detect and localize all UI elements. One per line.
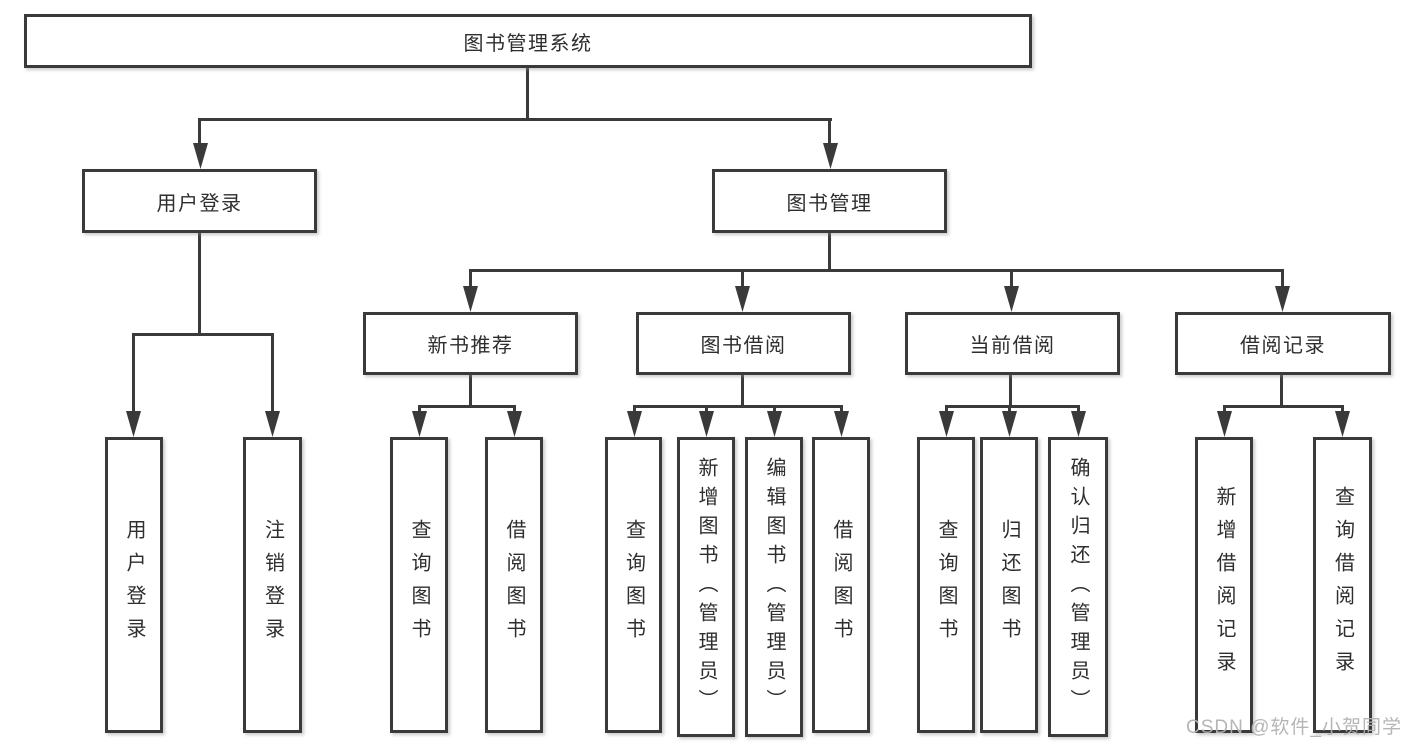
node-leaf-edit-book-label: 编辑图书（管理员） xyxy=(763,456,785,718)
connector-shaft-confirm-return xyxy=(1077,405,1080,415)
node-leaf-query-book-1: 查询图书 xyxy=(390,437,448,733)
node-leaf-logout: 注销登录 xyxy=(243,437,302,733)
node-leaf-logout-label: 注销登录 xyxy=(261,519,284,651)
node-leaf-confirm-return: 确认归还（管理员） xyxy=(1048,437,1108,737)
arrowhead-add-record xyxy=(1217,411,1232,437)
connector-user-login-down xyxy=(198,233,201,336)
connector-new-book-branch xyxy=(418,405,516,408)
node-leaf-query-record: 查询借阅记录 xyxy=(1313,437,1372,733)
arrowhead-new-book xyxy=(463,286,478,312)
node-current-borrow: 当前借阅 xyxy=(905,312,1120,375)
arrowhead-query-record xyxy=(1335,411,1350,437)
node-leaf-add-book-label: 新增图书（管理员） xyxy=(695,456,717,718)
node-root-label: 图书管理系统 xyxy=(463,32,593,55)
connector-shaft-return-book xyxy=(1008,405,1011,415)
arrowhead-query2 xyxy=(627,411,642,437)
arrowhead-user-login xyxy=(193,143,208,169)
connector-shaft-new-book xyxy=(469,269,472,289)
connector-shaft-borrow1 xyxy=(513,405,516,415)
node-leaf-return-book: 归还图书 xyxy=(980,437,1038,733)
arrowhead-borrow1 xyxy=(507,411,522,437)
connector-shaft-borrow2 xyxy=(840,405,843,415)
node-leaf-confirm-return-label: 确认归还（管理员） xyxy=(1067,456,1089,718)
connector-root-trunk xyxy=(526,66,529,121)
node-leaf-query-record-label: 查询借阅记录 xyxy=(1331,486,1354,684)
node-root: 图书管理系统 xyxy=(24,14,1032,68)
node-new-book-rec: 新书推荐 xyxy=(363,312,578,375)
connector-book-borrow-down xyxy=(741,375,744,408)
node-new-book-rec-label: 新书推荐 xyxy=(427,335,514,357)
node-user-login-label: 用户登录 xyxy=(156,192,243,215)
connector-shaft-query-record xyxy=(1341,405,1344,415)
connector-shaft-current-borrow xyxy=(1010,269,1013,289)
node-leaf-query-book-2-label: 查询图书 xyxy=(622,519,645,651)
node-book-borrow: 图书借阅 xyxy=(636,312,851,375)
watermark: CSDN @软件_小贺同学 xyxy=(1186,717,1402,738)
connector-shaft-user-login xyxy=(198,118,201,146)
arrowhead-book-borrow xyxy=(735,286,750,312)
node-user-login: 用户登录 xyxy=(82,169,317,233)
node-borrow-record-label: 借阅记录 xyxy=(1240,335,1326,357)
arrowhead-return-book xyxy=(1002,411,1017,437)
connector-shaft-edit-book xyxy=(773,405,776,415)
connector-book-borrow-branch xyxy=(633,405,843,408)
node-book-mgmt: 图书管理 xyxy=(712,169,947,233)
arrowhead-edit-book xyxy=(767,411,782,437)
connector-shaft-query2 xyxy=(633,405,636,415)
connector-current-borrow-down xyxy=(1009,375,1012,408)
arrowhead-confirm-return xyxy=(1071,411,1086,437)
connector-shaft-query3 xyxy=(945,405,948,415)
node-book-mgmt-label: 图书管理 xyxy=(786,192,873,215)
node-book-borrow-label: 图书借阅 xyxy=(700,335,787,357)
arrowhead-add-book xyxy=(699,411,714,437)
connector-current-borrow-branch xyxy=(945,405,1080,408)
connector-book-mgmt-down xyxy=(828,233,831,272)
arrowhead-leaf-logout xyxy=(265,411,280,437)
connector-user-login-branch xyxy=(132,333,274,336)
connector-shaft-book-borrow xyxy=(741,269,744,289)
node-leaf-borrow-book-1: 借阅图书 xyxy=(485,437,543,733)
arrowhead-current-borrow xyxy=(1004,286,1019,312)
node-leaf-add-record-label: 新增借阅记录 xyxy=(1213,486,1235,684)
connector-level2-branch xyxy=(198,118,832,121)
node-leaf-query-book-2: 查询图书 xyxy=(605,437,662,733)
node-leaf-borrow-book-2-label: 借阅图书 xyxy=(830,519,852,651)
connector-shaft-book-mgmt xyxy=(828,118,831,146)
arrowhead-leaf-user-login xyxy=(126,411,141,437)
node-borrow-record: 借阅记录 xyxy=(1175,312,1391,375)
node-leaf-borrow-book-2: 借阅图书 xyxy=(812,437,870,733)
connector-shaft-add-book xyxy=(705,405,708,415)
arrowhead-query1 xyxy=(412,411,427,437)
connector-new-book-down xyxy=(469,375,472,408)
node-leaf-return-book-label: 归还图书 xyxy=(998,519,1020,651)
node-leaf-query-book-3: 查询图书 xyxy=(917,437,975,733)
arrowhead-borrow2 xyxy=(834,411,849,437)
node-leaf-add-book: 新增图书（管理员） xyxy=(677,437,735,737)
node-leaf-borrow-book-1-label: 借阅图书 xyxy=(503,519,525,651)
node-leaf-query-book-3-label: 查询图书 xyxy=(935,519,957,651)
connector-shaft-borrow-record xyxy=(1281,269,1284,289)
connector-shaft-query1 xyxy=(418,405,421,415)
node-leaf-user-login: 用户登录 xyxy=(105,437,163,733)
connector-shaft-leaf-user-login xyxy=(132,333,135,413)
connector-borrow-record-branch xyxy=(1223,405,1344,408)
arrowhead-book-mgmt xyxy=(823,143,838,169)
node-leaf-add-record: 新增借阅记录 xyxy=(1195,437,1253,733)
connector-shaft-leaf-logout xyxy=(271,333,274,413)
node-leaf-user-login-label: 用户登录 xyxy=(123,519,145,651)
connector-shaft-add-record xyxy=(1223,405,1226,415)
node-leaf-edit-book: 编辑图书（管理员） xyxy=(745,437,803,737)
node-leaf-query-book-1-label: 查询图书 xyxy=(408,519,430,651)
arrowhead-query3 xyxy=(939,411,954,437)
connector-borrow-record-down xyxy=(1280,375,1283,408)
node-current-borrow-label: 当前借阅 xyxy=(969,335,1056,357)
arrowhead-borrow-record xyxy=(1275,286,1290,312)
connector-level3-branch xyxy=(469,269,1283,272)
